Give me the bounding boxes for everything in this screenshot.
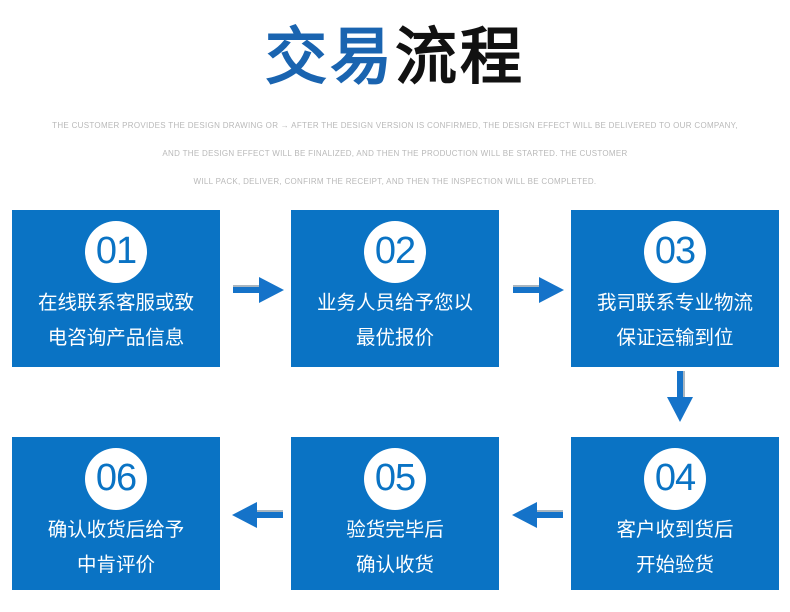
page-title-blue-part: 交易 <box>264 23 395 92</box>
arrow-right-icon <box>230 269 286 311</box>
arrow-right-icon <box>510 269 566 311</box>
subtitle-line: AND THE DESIGN EFFECT WILL BE FINALIZED,… <box>162 149 628 158</box>
step-number: 03 <box>654 230 696 272</box>
arrow-down-icon <box>659 368 701 424</box>
step-number: 06 <box>95 457 137 499</box>
step-card-02: 02 业务人员给予您以 最优报价 <box>291 210 499 367</box>
page-title-black-part: 流程 <box>395 23 526 92</box>
step-description: 在线联系客服或致 电咨询产品信息 <box>38 286 194 356</box>
step-text-line: 在线联系客服或致 <box>37 292 194 314</box>
step-text-line: 电咨询产品信息 <box>47 327 185 349</box>
step-number-badge: 06 <box>85 448 147 510</box>
subtitle-line: WILL PACK, DELIVER, CONFIRM THE RECEIPT,… <box>193 177 597 186</box>
step-description: 客户收到货后 开始验货 <box>616 513 733 583</box>
step-number-badge: 04 <box>644 448 706 510</box>
step-number: 04 <box>654 457 696 499</box>
step-number: 02 <box>374 230 416 272</box>
step-number-badge: 01 <box>85 221 147 283</box>
step-number-badge: 05 <box>364 448 426 510</box>
step-card-04: 04 客户收到货后 开始验货 <box>571 437 779 590</box>
step-description: 验货完毕后 确认收货 <box>346 513 444 583</box>
step-text-line: 业务人员给予您以 <box>316 292 473 314</box>
step-card-01: 01 在线联系客服或致 电咨询产品信息 <box>12 210 220 367</box>
step-card-06: 06 确认收货后给予 中肯评价 <box>12 437 220 590</box>
arrow-left-icon <box>510 494 566 536</box>
step-text-line: 确认收货 <box>355 554 434 576</box>
step-text-line: 我司联系专业物流 <box>596 292 753 314</box>
step-text-line: 验货完毕后 <box>346 519 444 541</box>
step-description: 业务人员给予您以 最优报价 <box>317 286 473 356</box>
step-number-badge: 03 <box>644 221 706 283</box>
step-text-line: 最优报价 <box>355 327 434 349</box>
step-text-line: 中肯评价 <box>76 554 155 576</box>
step-card-03: 03 我司联系专业物流 保证运输到位 <box>571 210 779 367</box>
step-number: 05 <box>374 457 416 499</box>
subtitle: THE CUSTOMER PROVIDES THE DESIGN DRAWING… <box>0 112 790 196</box>
step-text-line: 开始验货 <box>635 554 714 576</box>
step-text-line: 确认收货后给予 <box>47 519 185 541</box>
step-text-line: 客户收到货后 <box>616 519 734 541</box>
page-title: 交易流程 <box>0 18 790 98</box>
step-number-badge: 02 <box>364 221 426 283</box>
subtitle-line: THE CUSTOMER PROVIDES THE DESIGN DRAWING… <box>52 121 738 130</box>
step-description: 确认收货后给予 中肯评价 <box>48 513 185 583</box>
step-text-line: 保证运输到位 <box>616 327 734 349</box>
step-card-05: 05 验货完毕后 确认收货 <box>291 437 499 590</box>
step-number: 01 <box>95 230 137 272</box>
arrow-left-icon <box>230 494 286 536</box>
step-description: 我司联系专业物流 保证运输到位 <box>597 286 753 356</box>
